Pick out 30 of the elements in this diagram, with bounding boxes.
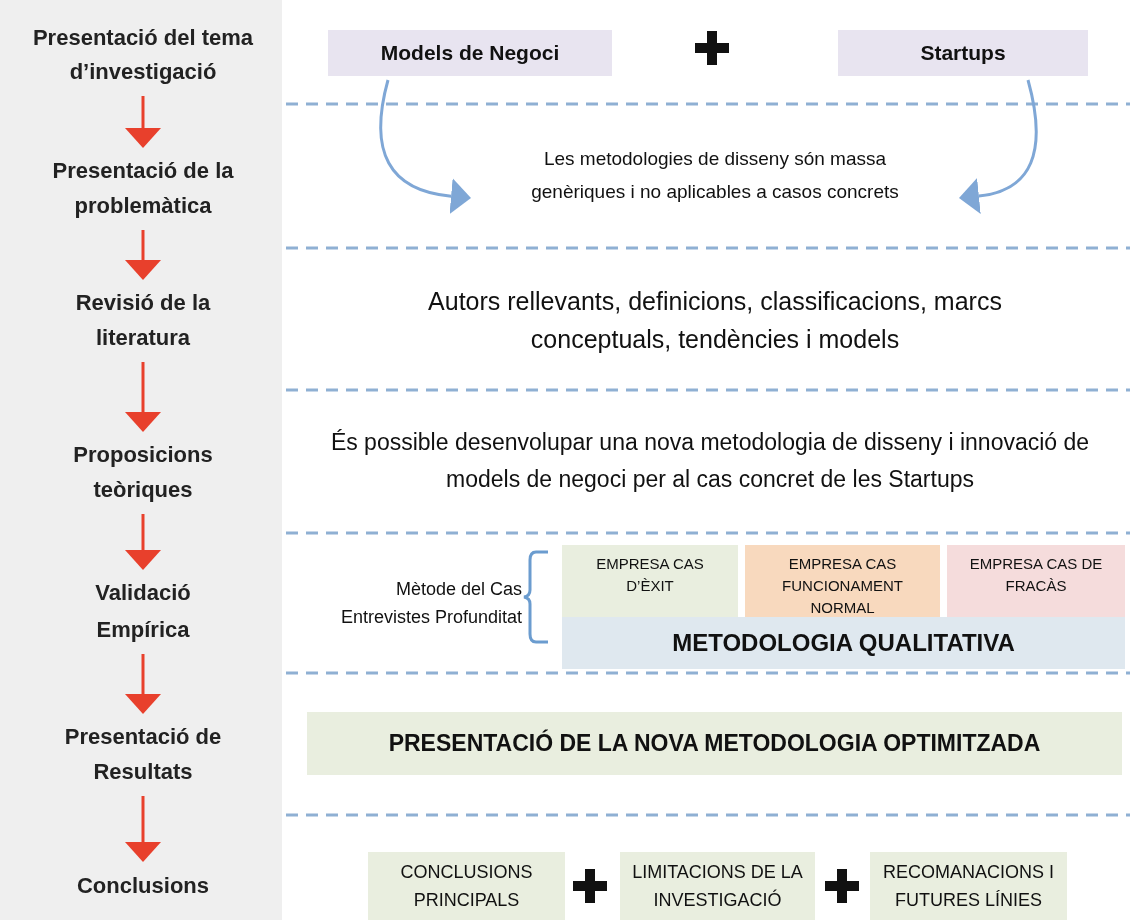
step-label: Revisió de la literatura	[48, 284, 238, 356]
arrow	[125, 796, 161, 862]
step-label: Validació Empírica	[68, 574, 218, 648]
method-text: Mètode del Cas	[394, 578, 522, 601]
step-label: Presentació de la problemàtica	[33, 152, 253, 224]
proposition-text: És possible desenvolupar una nova metodologia de disseny i innovació de models de negoci per al cas concret de les Startups	[329, 428, 1091, 494]
arrow	[379, 79, 471, 215]
results-box: PRESENTACIÓ DE LA NOVA METODOLOGIA OPTIMITZADA	[307, 712, 1122, 775]
step-label: Presentació del tema d’investigació	[18, 20, 268, 90]
arrow	[125, 362, 161, 432]
topic-box: Startups	[838, 30, 1088, 76]
arrow	[125, 96, 161, 148]
arrow	[959, 79, 1038, 214]
conclusion-box: CONCLUSIONS PRINCIPALS	[368, 852, 565, 920]
step-label: Proposicions teòriques	[43, 436, 243, 508]
method-text: Entrevistes Profunditat	[339, 606, 522, 629]
problem-statement: Les metodologies de disseny són massa genèriques i no aplicables a casos concrets	[475, 140, 955, 210]
literature-text: Autors rellevants, definicions, classificacions, marcs conceptuals, tendències i models	[427, 286, 1003, 355]
arrow	[125, 230, 161, 280]
topic-box: Models de Negoci	[328, 30, 612, 76]
arrow	[125, 514, 161, 570]
step-label: Conclusions	[43, 866, 243, 904]
methodology-box: METODOLOGIA QUALITATIVA	[562, 617, 1125, 669]
step-label: Presentació de Resultats	[33, 718, 253, 790]
arrow	[125, 654, 161, 714]
case-box: EMPRESA CAS DE FRACÀS	[947, 545, 1125, 617]
conclusion-box: RECOMANACIONS I FUTURES LÍNIES	[870, 852, 1067, 920]
case-box: EMPRESA CAS FUNCIONAMENT NORMAL	[745, 545, 940, 617]
conclusion-box: LIMITACIONS DE LA INVESTIGACIÓ	[620, 852, 815, 920]
case-box: EMPRESA CAS D’ÈXIT	[562, 545, 738, 617]
